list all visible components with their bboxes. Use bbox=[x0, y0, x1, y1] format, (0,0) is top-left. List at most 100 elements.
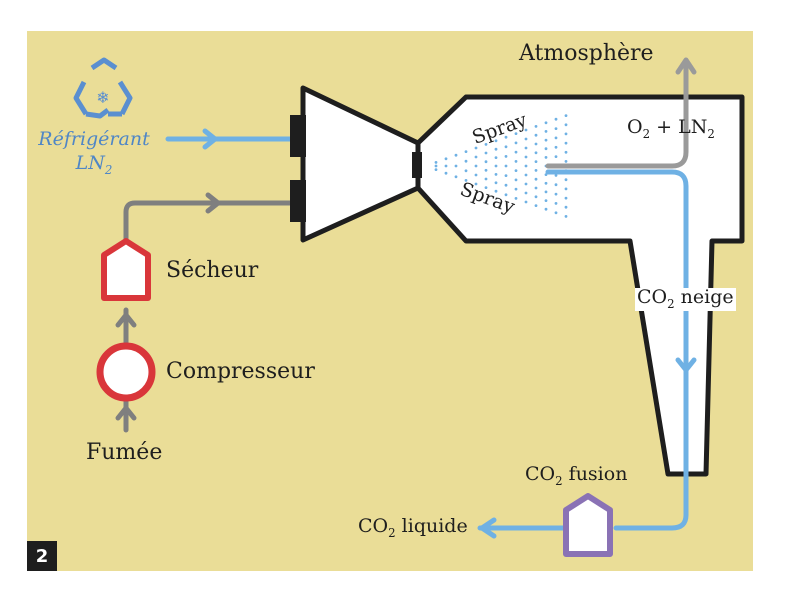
spray-dot bbox=[534, 177, 538, 181]
spray-dot bbox=[534, 133, 538, 137]
spray-dot bbox=[564, 215, 568, 218]
spray-dot bbox=[504, 135, 508, 139]
spray-dot bbox=[534, 195, 538, 199]
spray-dot bbox=[464, 179, 468, 182]
spray-dot bbox=[514, 169, 518, 173]
spray-dot bbox=[474, 164, 478, 168]
spray-dot bbox=[554, 145, 558, 149]
co2-fusion-label: CO2 fusion bbox=[525, 463, 628, 488]
spray-dot bbox=[504, 183, 508, 187]
spray-dot bbox=[434, 161, 438, 164]
spray-dot bbox=[524, 173, 528, 177]
spray-dot bbox=[464, 159, 468, 163]
spray-dot bbox=[444, 171, 448, 175]
spray-chamber bbox=[290, 85, 745, 477]
spray-dot bbox=[484, 177, 488, 181]
spray-dot bbox=[474, 182, 478, 186]
spray-dot bbox=[524, 155, 528, 159]
spray-dot bbox=[514, 132, 518, 136]
spray-dot bbox=[564, 132, 568, 136]
spray-dot bbox=[534, 142, 538, 146]
spray-dot bbox=[554, 127, 558, 130]
svg-text:❄: ❄ bbox=[96, 88, 109, 107]
spray-dot bbox=[544, 138, 548, 142]
spray-dot bbox=[494, 156, 498, 160]
spray-dot bbox=[554, 183, 558, 187]
spray-dot bbox=[484, 151, 488, 155]
spray-dot bbox=[534, 169, 538, 172]
spray-dot bbox=[524, 128, 528, 132]
spray-dot bbox=[514, 197, 518, 200]
spray-dot bbox=[474, 173, 478, 177]
spray-dot bbox=[524, 191, 528, 195]
spray-dot bbox=[554, 155, 558, 159]
spray-dot bbox=[564, 187, 568, 191]
spray-dot bbox=[474, 155, 478, 159]
spray-dot bbox=[504, 164, 508, 168]
co2-snow-label: CO2 neige bbox=[635, 286, 736, 311]
spray-dot bbox=[504, 174, 508, 178]
spray-dot bbox=[514, 160, 518, 163]
atmosphere-line bbox=[545, 57, 697, 169]
spray-dot bbox=[544, 130, 548, 133]
spray-dot bbox=[494, 164, 498, 168]
co2-fusion-unit bbox=[563, 493, 613, 557]
spray-dot bbox=[564, 196, 568, 200]
co2-liquid-label: CO2 liquide bbox=[358, 515, 468, 540]
spray-dot bbox=[444, 157, 448, 161]
spray-dot bbox=[554, 211, 558, 215]
spray-dot bbox=[554, 202, 558, 205]
refrigerant-label: Réfrigérant LN2 bbox=[38, 128, 150, 177]
spray-dot bbox=[554, 192, 558, 196]
spray-dot bbox=[514, 150, 518, 154]
spray-dot bbox=[454, 164, 458, 168]
spray-dot bbox=[534, 160, 538, 164]
spray-dot bbox=[434, 164, 438, 168]
spray-dot bbox=[544, 199, 548, 203]
spray-dot bbox=[564, 205, 568, 209]
spray-dot bbox=[554, 174, 558, 177]
spray-dot bbox=[544, 156, 548, 159]
spray-dot bbox=[494, 181, 498, 185]
spray-dot bbox=[504, 155, 508, 158]
spray-dot bbox=[564, 141, 568, 145]
spray-dot bbox=[494, 189, 498, 193]
spray-dot bbox=[544, 181, 548, 185]
spray-dot bbox=[484, 186, 488, 190]
spray-dot bbox=[454, 153, 458, 157]
compressor-unit bbox=[96, 342, 156, 402]
spray-dot bbox=[544, 121, 548, 125]
spray-dot bbox=[564, 160, 568, 163]
dryer-label: Sécheur bbox=[166, 258, 259, 283]
spray-dot bbox=[534, 151, 538, 155]
spray-dot bbox=[544, 147, 548, 151]
spray-dot bbox=[484, 160, 488, 164]
flue-gas-label: Fumée bbox=[86, 440, 163, 465]
spray-dot bbox=[484, 168, 488, 172]
spray-cone bbox=[434, 114, 568, 218]
spray-dot bbox=[464, 169, 468, 173]
recycle-snowflake-icon: ❄ bbox=[73, 57, 133, 119]
spray-dot bbox=[564, 114, 568, 117]
spray-dot bbox=[524, 200, 528, 204]
spray-dot bbox=[544, 207, 548, 211]
spray-dot bbox=[544, 190, 548, 194]
spray-dot bbox=[494, 147, 498, 151]
spray-dot bbox=[524, 146, 528, 150]
spray-dot bbox=[564, 123, 568, 127]
o2-ln2-label: O2 + LN2 bbox=[627, 116, 715, 141]
spray-dot bbox=[484, 143, 488, 146]
spray-dot bbox=[474, 146, 478, 150]
spray-dot bbox=[494, 173, 498, 176]
spray-dot bbox=[504, 145, 508, 149]
spray-dot bbox=[524, 182, 528, 186]
spray-dot bbox=[534, 186, 538, 190]
spray-dot bbox=[534, 204, 538, 208]
spray-dot bbox=[514, 187, 518, 191]
spray-dot bbox=[554, 136, 558, 140]
spray-dot bbox=[554, 117, 558, 121]
figure-number-badge: 2 bbox=[27, 541, 57, 571]
spray-dot bbox=[524, 164, 528, 168]
spray-dot bbox=[564, 150, 568, 154]
